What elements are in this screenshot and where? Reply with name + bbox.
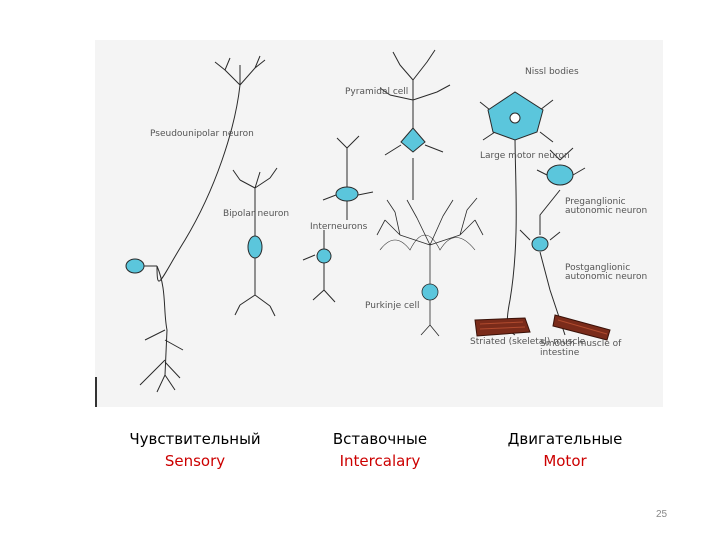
caption-intercalary-en: Intercalary	[339, 452, 421, 470]
caption-intercalary: Вставочные Intercalary	[295, 430, 465, 470]
caption-motor-en: Motor	[543, 452, 587, 470]
label-postganglionic: Postganglionic autonomic neuron	[565, 263, 648, 282]
label-striated-muscle: Striated (skeletal) muscle	[470, 337, 586, 347]
caption-sensory-en: Sensory	[164, 452, 226, 470]
label-nissl: Nissl bodies	[525, 67, 579, 77]
caption-motor-ru: Двигательные	[507, 430, 623, 448]
caption-intercalary-ru: Вставочные	[332, 430, 428, 448]
caption-motor: Двигательные Motor	[480, 430, 650, 470]
bipolar-neuron	[232, 167, 278, 317]
page-number: 25	[656, 509, 668, 520]
neuron-types-figure: Pseudounipolar neuron Bipolar neuron Pyr…	[95, 40, 663, 407]
label-pseudounipolar: Pseudounipolar neuron	[150, 129, 254, 139]
pseudounipolar-neuron	[125, 55, 266, 393]
purkinje-cell	[376, 197, 484, 337]
label-interneurons: Interneurons	[310, 222, 368, 232]
muscle-fibers	[474, 314, 611, 341]
caption-sensory-ru: Чувствительный	[129, 430, 261, 448]
label-smooth-muscle: Smooth muscle of intestine	[540, 339, 622, 358]
label-preganglionic: Preganglionic autonomic neuron	[565, 197, 648, 216]
interneurons	[302, 135, 374, 303]
neuron-diagram	[95, 40, 663, 407]
caption-sensory: Чувствительный Sensory	[110, 430, 280, 470]
label-purkinje: Purkinje cell	[365, 301, 420, 311]
label-bipolar: Bipolar neuron	[223, 209, 290, 219]
pyramidal-cell	[379, 49, 451, 200]
autonomic-neurons	[519, 147, 586, 336]
label-pyramidal: Pyramidal cell	[345, 87, 409, 97]
label-large-motor: Large motor neuron	[480, 151, 570, 161]
